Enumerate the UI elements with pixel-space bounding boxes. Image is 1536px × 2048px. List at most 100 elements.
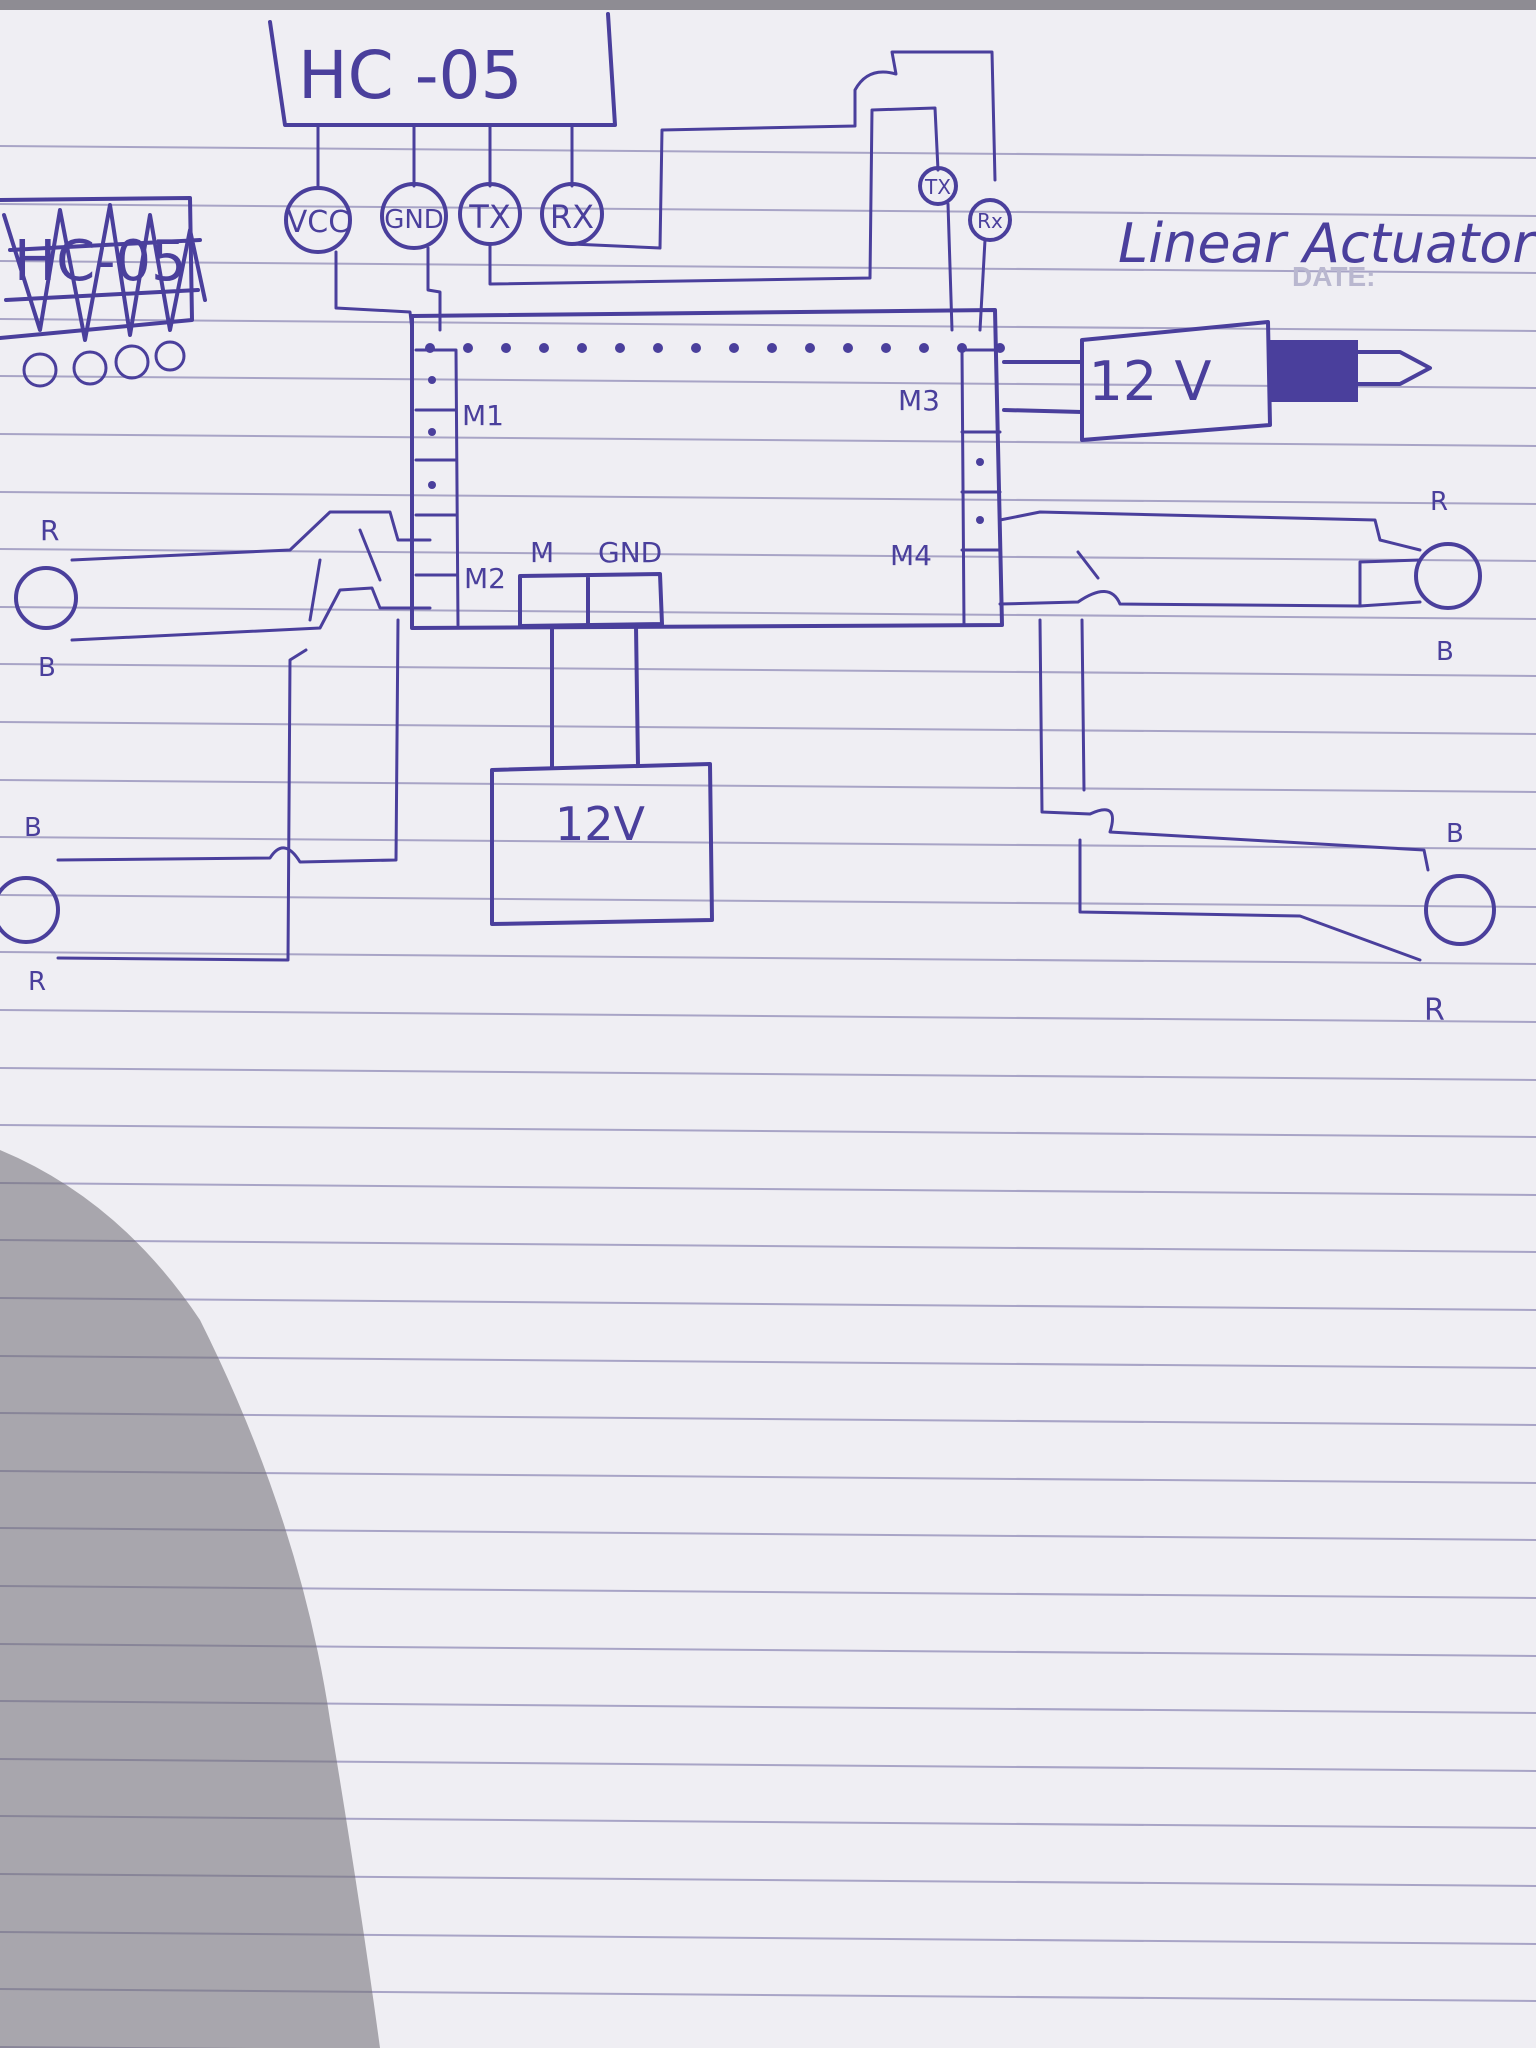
rx-wire [570,50,997,250]
header-pin-dot [501,343,511,353]
motor-1-top-label: R [40,514,59,547]
pin-label-gnd: GND [384,205,444,235]
header-pin-dot [539,343,549,353]
header-pin-dot [919,343,929,353]
motor-3-bottom-label: B [1436,637,1454,667]
motor-2-top-label: B [24,813,42,843]
hand-shadow [0,1150,380,2048]
vcc-pin-circle [284,186,352,254]
terminal-screw [428,428,436,436]
header-pin-dot [881,343,891,353]
motor-4: B R [1038,618,1496,1028]
header-pin-dot [577,343,587,353]
ruled-line [0,318,1536,332]
diagram-title: Linear Actuator [1118,212,1536,275]
ruled-line [0,203,1536,217]
motor-1-wire-b [70,586,432,642]
port-label-m2: M2 [464,562,506,595]
motor-3-wire-jog [1076,550,1100,580]
ruled-line [0,491,1536,505]
board-tx-pin-label: TX [924,175,951,199]
power-supply-leads [550,624,640,770]
actuator-label: 12 V [1089,350,1212,413]
actuator-leads [1002,360,1084,414]
ruled-line [0,1124,1536,1138]
gnd-pin-circle [380,182,448,250]
motor-3-circle [1414,542,1482,610]
terminal-screw [428,376,436,384]
power-terminal-label-gnd: GND [598,536,662,569]
crossed-out-box [0,196,194,340]
motor-2: B R [0,618,400,997]
motor-1: R B [14,510,432,683]
tx-wire [488,106,940,286]
motor-1-circle [14,566,78,630]
motor-1-wire-jog [308,528,382,622]
ruled-line [0,894,1536,908]
motor-4-wire-b [1078,618,1422,962]
ruled-lines [0,145,1536,2048]
motor-2-bottom-label: R [28,967,46,997]
bluetooth-module: HC -05 VCC GND TX RX [268,12,617,254]
port-label-m3: M3 [898,384,940,417]
ruled-line [0,1412,1536,1426]
hc05-to-board-wires: TX Rx [334,50,1012,332]
motor-3: R B [998,487,1482,667]
power-terminal [518,572,664,628]
header-pin-dot [691,343,701,353]
motor-4-top-label: B [1446,819,1464,849]
header-pin-dot [463,343,473,353]
scribble-circle [154,340,186,372]
ruled-line [0,721,1536,735]
left-terminal-block [414,348,460,627]
right-terminal-block [960,348,1002,627]
board-rx-pin-circle [968,198,1012,242]
page-top-edge [0,0,1536,10]
ruled-line [0,260,1536,274]
terminal-screw [976,458,984,466]
header-pin-dot [653,343,663,353]
crossed-out-sketch: HC-05 [0,196,207,388]
motor-3-top-label: R [1430,487,1448,517]
motor-1-bottom-label: B [38,653,56,683]
ruled-line [0,433,1536,447]
scribble-marks [2,203,207,342]
driver-board: M1 M2 M3 M4 M GND [410,308,1005,630]
motor-4-bottom-label: R [1424,993,1445,1028]
power-supply-bottom: 12V [490,624,714,926]
board-rx-pin-label: Rx [977,209,1003,233]
header-pin-dot [767,343,777,353]
gnd-wire [426,246,442,332]
pin-label-tx: TX [468,198,510,236]
actuator-body [1080,320,1272,442]
printed-date-label: DATE: [1292,261,1375,292]
ruled-line [0,951,1536,965]
scribble-circle [114,344,150,380]
motor-1-wire-a [70,510,432,562]
power-supply-label: 12V [555,797,646,851]
terminal-screw [428,481,436,489]
power-supply-box [490,762,714,926]
actuator-motor-housing [1270,340,1358,402]
motor-2-wire-b [56,648,308,962]
terminal-screw [976,516,984,524]
motor-2-wire-a [56,618,400,864]
port-label-m1: M1 [462,399,504,432]
hc05-module-name: HC -05 [298,37,523,114]
port-label-m4: M4 [890,539,932,572]
motor-4-wire-a [1038,618,1430,872]
ruled-line [0,1182,1536,1196]
ruled-line [0,606,1536,620]
power-terminal-label-m: M [530,536,554,569]
ruled-line [0,779,1536,793]
ruled-line [0,1067,1536,1081]
header-pin-dot [729,343,739,353]
motor-3-wire-a [998,510,1422,552]
scribble-circle [22,352,58,388]
board-tx-pin-circle [918,166,958,206]
motor-4-circle [1424,874,1496,946]
ruled-line [0,1009,1536,1023]
ruled-line [0,1239,1536,1253]
